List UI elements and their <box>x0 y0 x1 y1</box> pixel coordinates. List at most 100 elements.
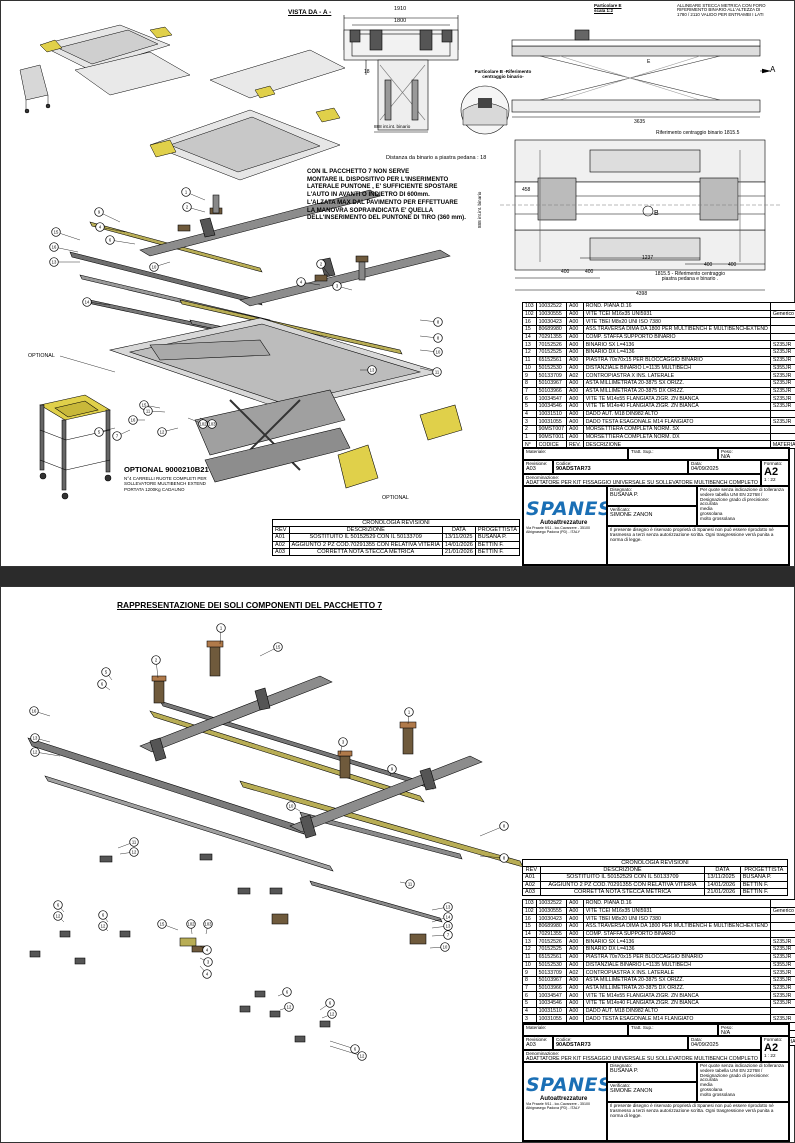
callout-number: 2 <box>186 204 189 209</box>
title-block-text: Verificato: <box>610 1083 631 1088</box>
dim-1800: 1800 <box>394 18 407 24</box>
table-cell: Generico <box>769 309 795 319</box>
callout-bubble <box>325 998 335 1008</box>
table-cell: VITE TBEI M8x20 UNI ISO 7380 <box>582 317 771 327</box>
table-cell: A03 <box>272 547 290 556</box>
callout-bubble <box>316 259 326 269</box>
callout-number: 16 <box>131 417 136 422</box>
title-block-text: accurata <box>700 501 718 507</box>
sheet1-drawing-canvas: 1294615161310243148810111511751610210312… <box>0 0 795 567</box>
title-block-cell: Tratt. Sup.: <box>628 1024 718 1036</box>
title-block-text: 90ADSTAR73 <box>556 465 591 472</box>
side-view-drawing <box>511 29 771 118</box>
table-cell: 10034547 <box>535 991 568 1000</box>
callout-number: 15 <box>160 921 165 926</box>
callout-number: 10 <box>289 803 294 808</box>
table-cell <box>769 302 795 311</box>
callout-bubble <box>30 747 40 757</box>
table-cell: COMP. STAFFA SUPPORTO BINARIO <box>582 332 771 342</box>
table-cell: A00 <box>566 929 584 939</box>
table-cell: S235JR <box>769 968 795 977</box>
table-cell: S235JR <box>769 340 795 350</box>
table-cell: A00 <box>566 1006 584 1016</box>
table-cell: ASTA MILLIMETRATA 20-3875 SX ORIZZ. <box>582 975 771 985</box>
table-cell: REV <box>272 526 290 535</box>
callout-number: 15 <box>276 644 281 649</box>
table-cell <box>769 409 795 419</box>
title-block-text: Data: <box>691 1037 702 1042</box>
title-block-text: A2 <box>764 1041 779 1054</box>
table-cell: A00 <box>566 378 584 388</box>
callout-number: 15 <box>54 229 59 234</box>
title-block-text: A2 <box>764 465 779 478</box>
callout-bubble <box>404 707 414 717</box>
callout-number: 10 <box>443 944 448 949</box>
callout-bubble <box>357 1051 367 1061</box>
table-cell: A00 <box>566 355 584 365</box>
callout-number: 9 <box>391 766 394 771</box>
table-cell: 70152525 <box>535 945 568 954</box>
callout-number: 8 <box>503 823 506 828</box>
title-block-text: Materiale: <box>526 449 547 454</box>
callout-bubble <box>499 853 509 863</box>
callout-bubble <box>433 333 443 343</box>
title-block-text: Peso: <box>721 449 733 454</box>
table-cell: A00 <box>566 417 584 426</box>
callout-bubble <box>443 912 453 922</box>
table-cell: 65152561 <box>535 952 568 962</box>
table-cell: 80689980 <box>535 922 568 931</box>
table-cell: A02 <box>566 968 584 977</box>
table-cell: 16 <box>522 914 537 924</box>
table-cell: A00 <box>566 960 584 970</box>
dim-400-a: 400 <box>561 269 570 275</box>
dim-18: 18 <box>364 69 370 75</box>
table-cell: VITE TE M14x55 FLANGIATA ZIGR. ZN BIANCA <box>582 991 771 1000</box>
callout-bubble <box>387 764 397 774</box>
table-cell: 14 <box>522 929 537 939</box>
table-cell: MORSETTIERA COMPLETA NORM. SX <box>582 425 771 434</box>
table-cell <box>769 325 795 334</box>
table-cell: S235JR <box>769 998 795 1008</box>
table-cell: 10 <box>522 960 537 970</box>
table-cell: CRONOLOGIA REVISIONI <box>522 858 788 868</box>
table-cell: REV <box>522 866 541 875</box>
table-cell: VITE TE M14x55 FLANGIATA ZIGR. ZN BIANCA <box>582 394 771 403</box>
plan-view-drawing <box>500 139 780 291</box>
callout-bubble <box>157 919 167 929</box>
callout-number: 11 <box>435 369 440 374</box>
table-cell: S235JR <box>769 983 795 993</box>
table-cell: BETTIN F. <box>739 887 789 896</box>
package-note: CON IL PACCHETTO 7 NON SERVE MONTARE IL … <box>307 168 466 222</box>
table-cell: 13/11/2025 <box>704 873 741 882</box>
table-cell: 90MST001 <box>535 432 568 442</box>
table-cell: 70291355 <box>535 929 568 939</box>
table-cell: 10031055 <box>535 417 568 426</box>
table-cell: 5 <box>522 401 537 411</box>
table-cell: S235JR <box>769 937 795 947</box>
title-block-text: 1 : 22 <box>764 1053 776 1059</box>
title-block-cell: Per quote senza indicazione di tolleranz… <box>697 1062 789 1102</box>
table-cell: DADO TESTA ESAGONALE M14 FLANGIATO <box>582 417 771 426</box>
callout-bubble <box>207 419 217 429</box>
callout-number: 4 <box>206 971 209 976</box>
title-block-text: Peso: <box>721 1025 733 1030</box>
package7-title: RAPPRESENTAZIONE DEI SOLI COMPONENTI DEL… <box>117 600 383 610</box>
table-cell <box>769 929 795 939</box>
table-cell: ASS.TRAVERSA DIMA DA 1800 PER MULTIBENCH… <box>582 325 771 334</box>
logo-address: Via Praarie 9/11 - loc.Cavarzere - 35100… <box>526 1102 590 1110</box>
table-cell: 50103966 <box>535 386 568 396</box>
title-block-cell: Peso:N/A <box>718 1024 789 1036</box>
table-cell: S235JR <box>769 975 795 985</box>
title-block-text: 04/09/2025 <box>691 1041 719 1048</box>
table-cell: 50133709 <box>535 968 568 977</box>
table-cell: ASTA MILLIMETRATA 20-3875 DX ORIZZ. <box>582 983 771 993</box>
table-cell: A00 <box>566 401 584 411</box>
callout-bubble <box>53 900 63 910</box>
sheet-divider <box>0 567 795 586</box>
table-cell: 8 <box>522 378 537 388</box>
title-block-text: BUSANA P. <box>610 1067 639 1074</box>
table-cell: 10030555 <box>535 309 568 319</box>
